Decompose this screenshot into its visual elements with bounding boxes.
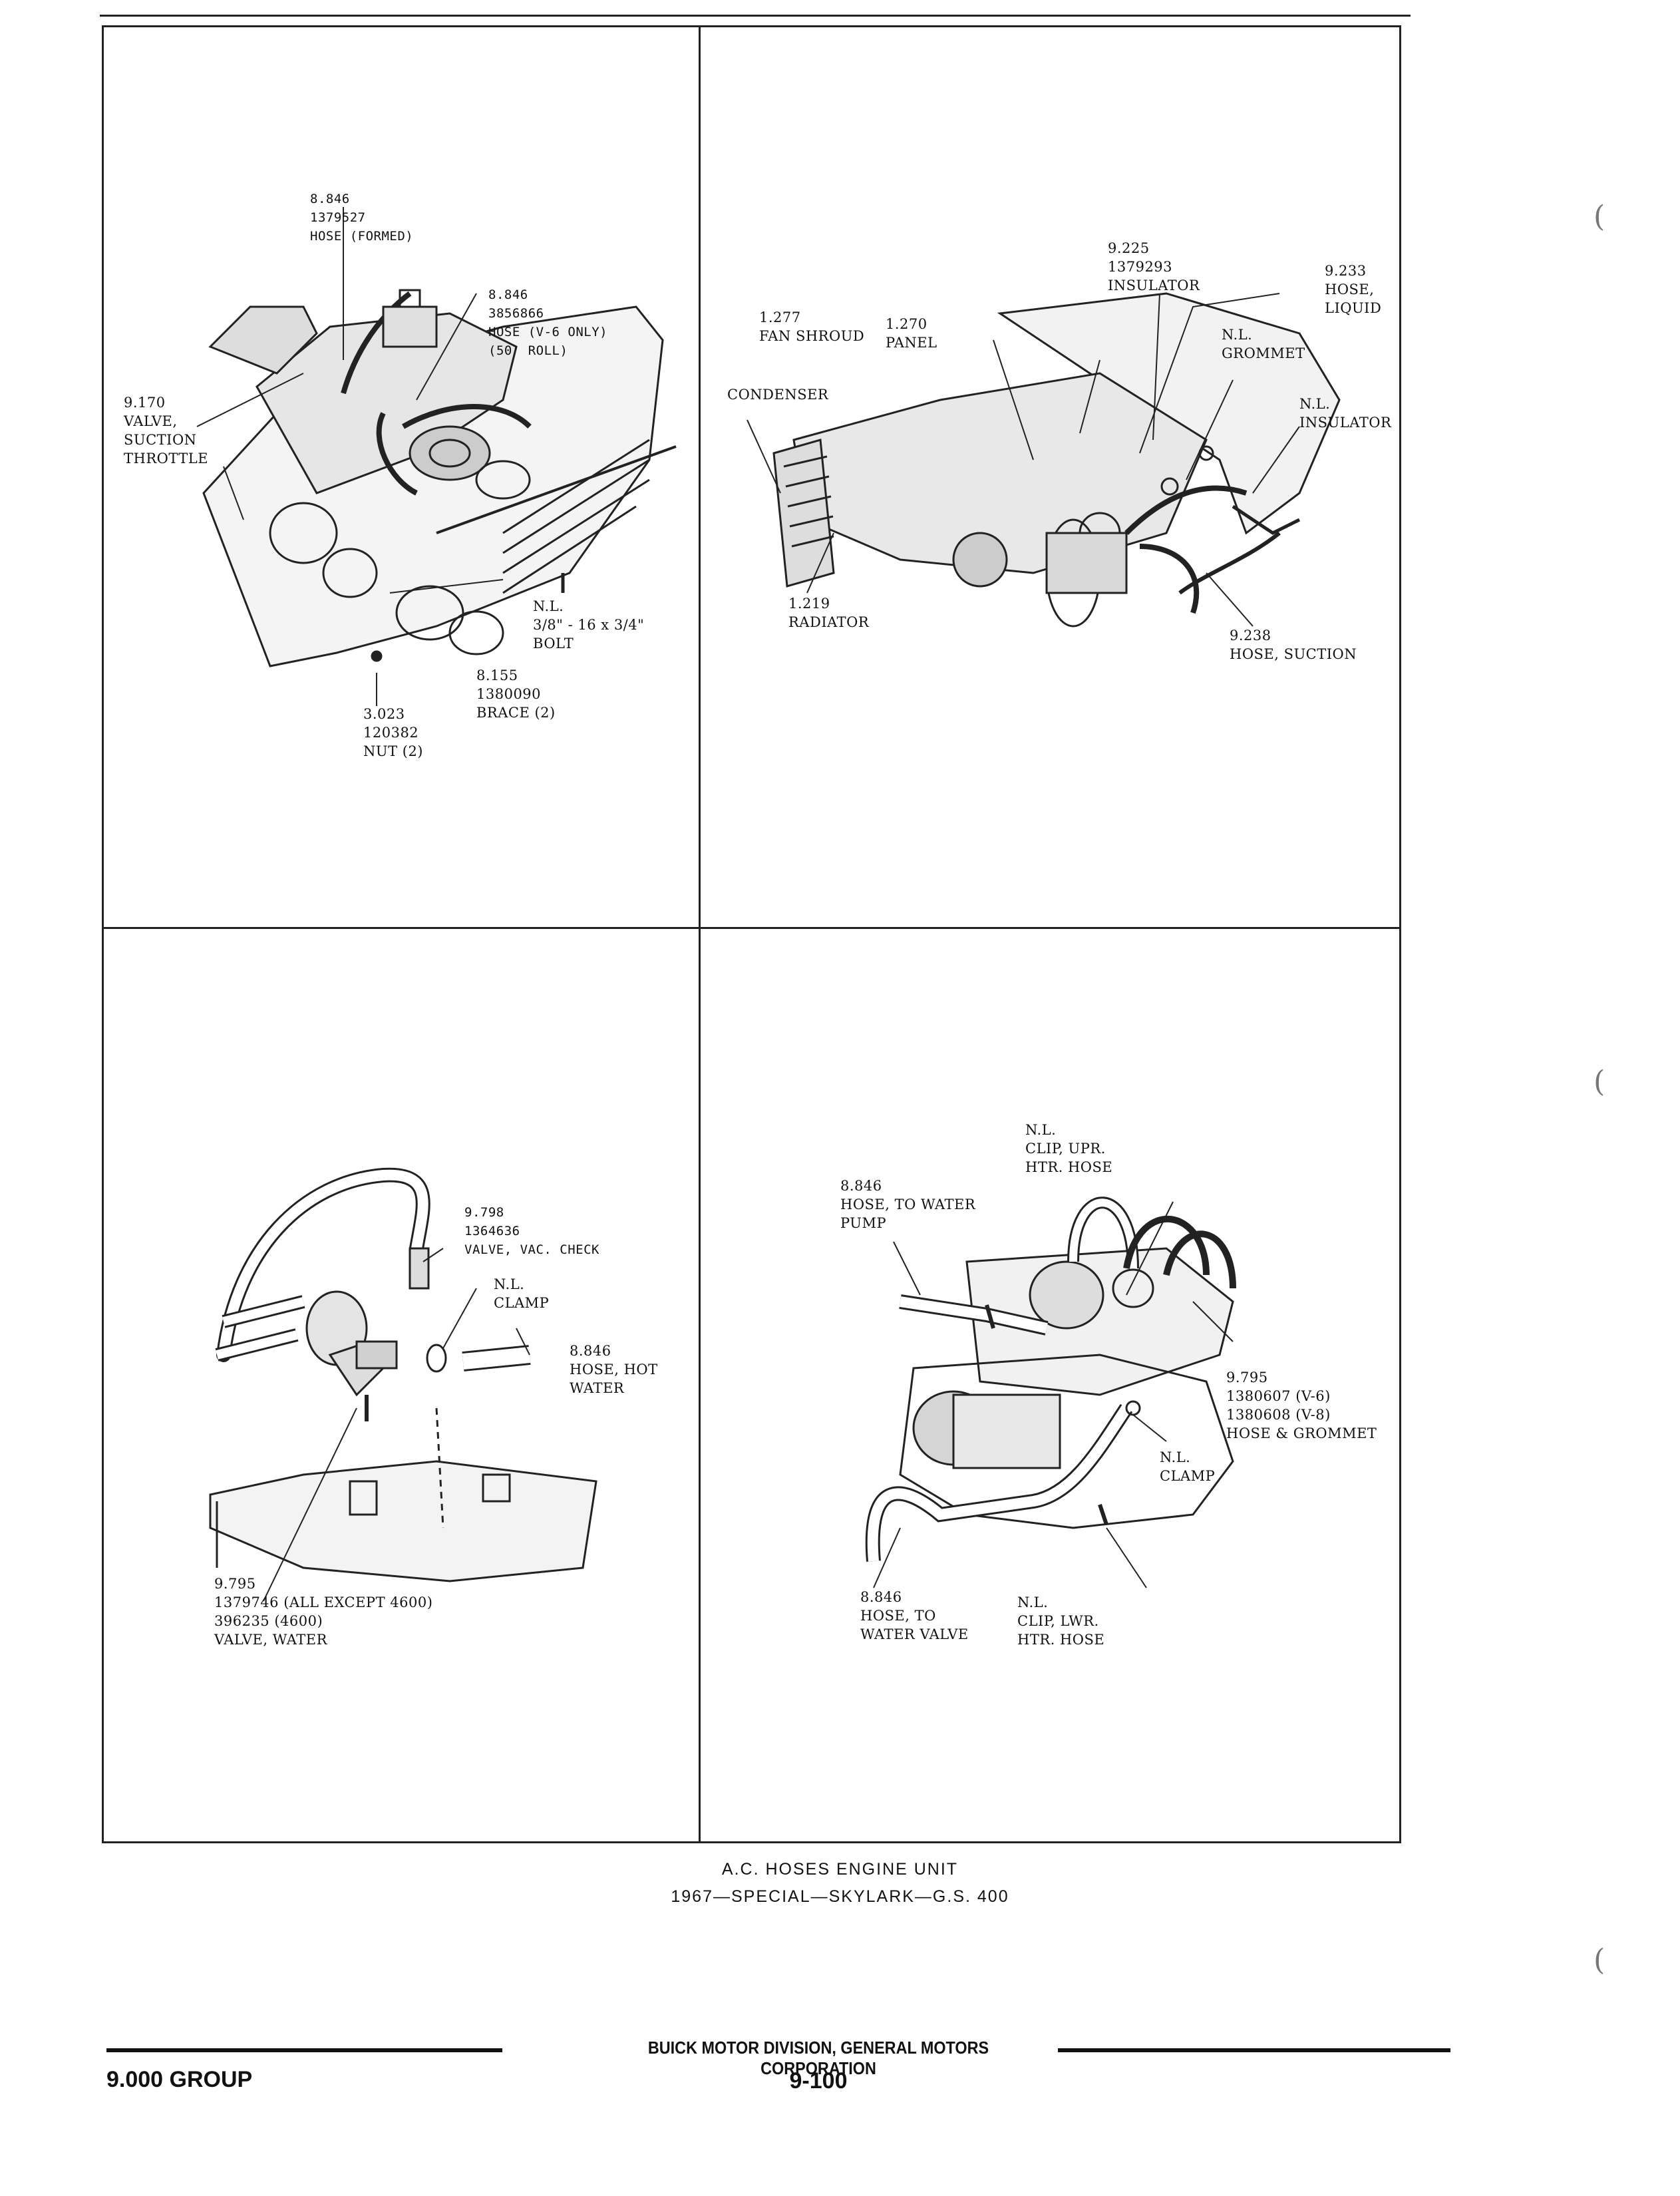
label-hot-water-hose: 8.846 HOSE, HOT WATER <box>570 1343 658 1396</box>
label-grommet: N.L. GROMMET <box>1222 327 1305 361</box>
label-hose-to-water-valve: 8.846 HOSE, TO WATER VALVE <box>860 1589 969 1642</box>
diagram-frame <box>102 25 1401 1843</box>
label-hose-to-water-pump: 8.846 HOSE, TO WATER PUMP <box>840 1178 976 1231</box>
horizontal-divider <box>102 927 1401 929</box>
label-clip-upr-htr-hose: N.L. CLIP, UPR. HTR. HOSE <box>1025 1122 1113 1175</box>
binder-hole-mark-top: ( <box>1594 200 1605 234</box>
footer-rule-left <box>106 2048 502 2052</box>
engine-illustration-top-left <box>196 207 677 706</box>
label-vac-check-valve: 9.798 1364636 VALVE, VAC. CHECK <box>464 1205 599 1257</box>
top-rule <box>100 15 1411 17</box>
label-hose-formed: 8.846 1379527 HOSE (FORMED) <box>310 192 414 244</box>
label-hose-liquid: 9.233 HOSE, LIQUID <box>1325 263 1382 316</box>
label-hose-and-grommet: 9.795 1380607 (V-6) 1380608 (V-8) HOSE &… <box>1226 1370 1377 1441</box>
water-valve-illustration <box>209 1167 597 1602</box>
label-brace: 8.155 1380090 BRACE (2) <box>476 667 556 721</box>
panel-bottom-right-heater-hoses: N.L. CLIP, UPR. HTR. HOSE 8.846 HOSE, TO… <box>701 929 1399 1842</box>
footer-rule-right <box>1058 2048 1450 2052</box>
footer-corporation: BUICK MOTOR DIVISION, GENERAL MOTORS COR… <box>647 2038 989 2078</box>
label-nut: 3.023 120382 NUT (2) <box>363 706 424 759</box>
label-clip-lwr-htr-hose: N.L. CLIP, LWR. HTR. HOSE <box>1017 1594 1105 1648</box>
label-insulator-nl: N.L. INSULATOR <box>1299 396 1392 431</box>
label-fan-shroud: 1.277 FAN SHROUD <box>759 309 865 344</box>
vertical-divider <box>699 25 701 1843</box>
label-hose-suction: 9.238 HOSE, SUCTION <box>1230 628 1357 662</box>
diagram-subtitle: 1967—SPECIAL—SKYLARK—G.S. 400 <box>671 1887 1009 1906</box>
diagram-title: A.C. HOSES ENGINE UNIT <box>721 1860 959 1879</box>
panel-top-left-engine-hoses: 8.846 1379527 HOSE (FORMED) 8.846 385686… <box>104 27 699 927</box>
label-valve-suction-throttle: 9.170 VALVE, SUCTION THROTTLE <box>124 395 209 466</box>
binder-hole-mark-bottom: ( <box>1594 1943 1605 1977</box>
panel-bottom-left-water-valve: 9.798 1364636 VALVE, VAC. CHECK N.L. CLA… <box>104 929 699 1842</box>
label-insulator-9225: 9.225 1379293 INSULATOR <box>1108 240 1200 293</box>
label-panel: 1.270 PANEL <box>886 316 937 351</box>
label-water-valve: 9.795 1379746 (ALL EXCEPT 4600) 396235 (… <box>214 1576 433 1648</box>
label-bolt: N.L. 3/8" - 16 x 3/4" BOLT <box>533 598 645 651</box>
panel-top-right-condenser-hoses: 9.225 1379293 INSULATOR 9.233 HOSE, LIQU… <box>701 27 1399 927</box>
footer-group: 9.000 GROUP <box>106 2067 253 2092</box>
label-clamp-bl: N.L. CLAMP <box>494 1276 550 1311</box>
label-condenser: CONDENSER <box>727 387 829 403</box>
binder-hole-mark-middle: ( <box>1594 1065 1605 1099</box>
label-radiator: 1.219 RADIATOR <box>788 596 870 630</box>
heater-hose-illustration <box>865 1196 1236 1588</box>
page-number: 9-100 <box>789 2068 848 2094</box>
engine-illustration-top-right <box>747 292 1341 628</box>
label-hose-v6-roll: 8.846 3856866 HOSE (V-6 ONLY) (50' ROLL) <box>488 287 608 358</box>
label-clamp-br: N.L. CLAMP <box>1160 1449 1216 1484</box>
